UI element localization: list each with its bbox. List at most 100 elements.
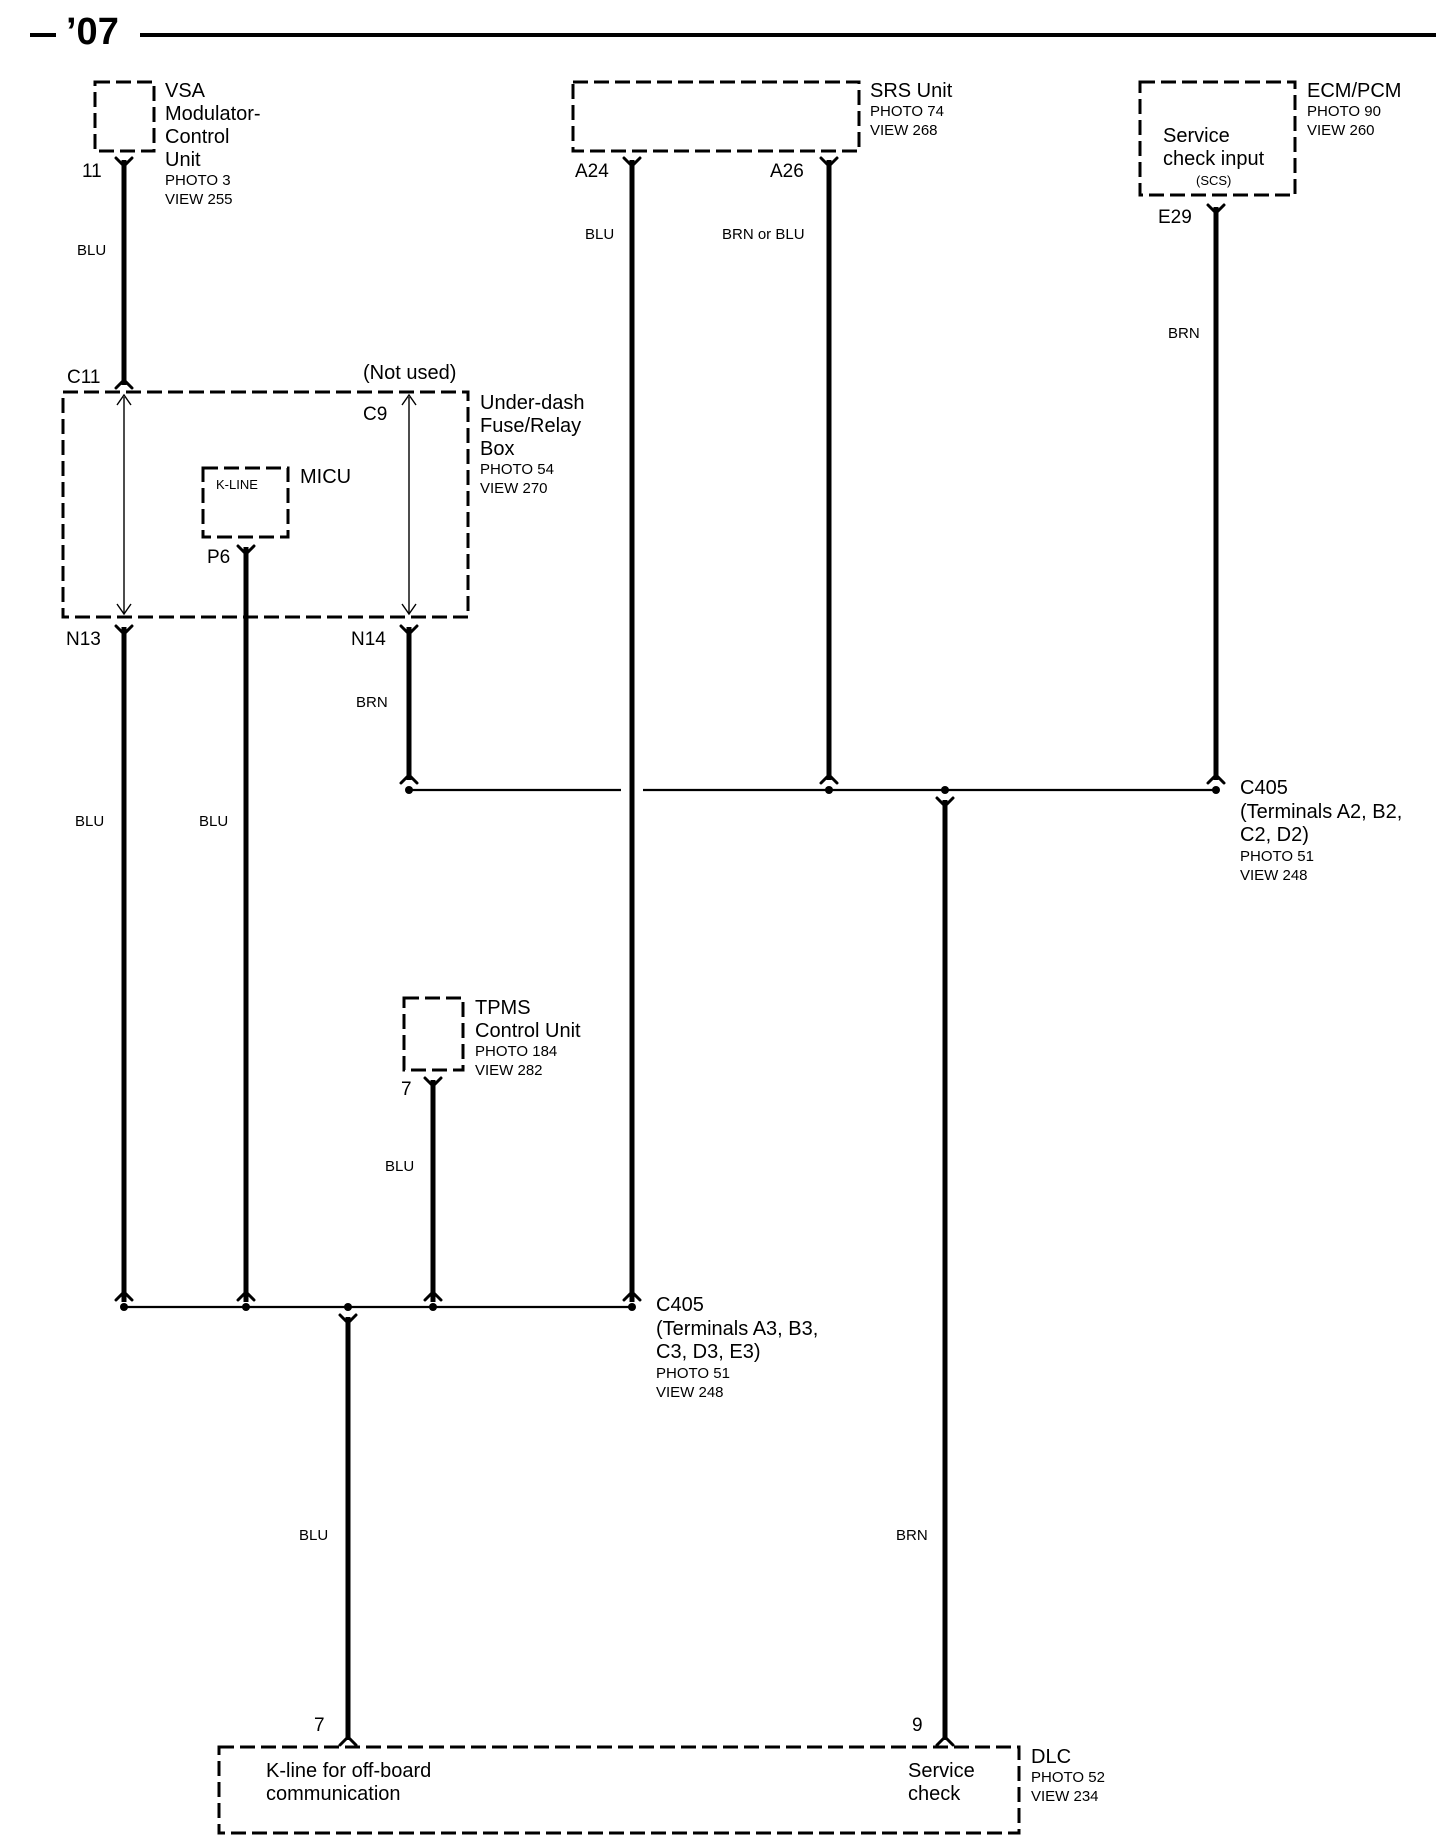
c405-bottom-photo: PHOTO 51: [656, 1365, 730, 1382]
fuse-box-arrow-c11: [116, 393, 132, 406]
fuse-box-pin-c9: C9: [363, 404, 387, 425]
c405-top-photo: PHOTO 51: [1240, 848, 1314, 865]
junction-bottom-p6: [242, 1303, 250, 1311]
c405-bottom-name: C405: [656, 1294, 704, 1316]
tpms-view: VIEW 282: [475, 1062, 543, 1079]
fuse-box-outline: [61, 390, 470, 619]
term-bus-p6: [236, 1289, 256, 1302]
junction-bottom-n13: [120, 1303, 128, 1311]
c405-bottom-terminals-2: C3, D3, E3): [656, 1341, 760, 1363]
term-bus-a24: [622, 1289, 642, 1302]
vsa-box: [93, 80, 156, 153]
fuse-box-pin-c11: C11: [67, 367, 100, 388]
wire-label-micu: BLU: [199, 813, 228, 830]
wire-label-srs-a24: BLU: [585, 226, 614, 243]
ecm-inner-line-2: check input: [1163, 148, 1265, 170]
term-n14: [399, 624, 419, 637]
term-vsa-11: [114, 156, 134, 169]
tpms-box: [402, 996, 465, 1072]
vsa-name-line-4: Unit: [165, 149, 201, 171]
wire-label-n14: BRN: [356, 694, 388, 711]
term-micu-p6: [236, 544, 256, 557]
dlc-pin-7: 7: [314, 1715, 325, 1736]
dlc-kline-line-1: K-line for off-board: [266, 1760, 431, 1782]
wire-label-n13: BLU: [75, 813, 104, 830]
term-bus-e29: [1206, 772, 1226, 785]
micu-pin-p6: P6: [207, 547, 230, 568]
header-year: ’07: [66, 11, 119, 53]
fuse-box-arrow-c9: [401, 393, 417, 406]
fuse-box-pin-n13: N13: [66, 629, 101, 650]
term-bus-n13: [114, 1289, 134, 1302]
fuse-relay-box: Under-dash Fuse/Relay Box PHOTO 54 VIEW …: [61, 362, 585, 650]
wire-color-labels: BLU BLU BRN or BLU BRN BRN BLU BLU BLU B…: [75, 226, 1200, 1544]
ecm-pcm-unit: ECM/PCM PHOTO 90 VIEW 260 Service check …: [1138, 80, 1401, 228]
vsa-name-line-2: Modulator-: [165, 103, 261, 125]
wire-label-ecm: BRN: [1168, 325, 1200, 342]
micu-inner-kline: K-LINE: [216, 477, 258, 492]
ecm-view: VIEW 260: [1307, 122, 1375, 139]
dlc-pin-9: 9: [912, 1715, 923, 1736]
ecm-inner-sub: (SCS): [1196, 173, 1231, 188]
dlc-view: VIEW 234: [1031, 1788, 1099, 1805]
dlc-unit: DLC PHOTO 52 VIEW 234 K-line for off-boa…: [217, 1715, 1105, 1835]
term-srs-a24: [622, 156, 642, 169]
wire-label-dlc9: BRN: [896, 1527, 928, 1544]
ecm-inner-line-1: Service: [1163, 125, 1230, 147]
term-srs-a26: [819, 156, 839, 169]
page-header: ’07: [30, 11, 1436, 53]
wire-label-srs-a26: BRN or BLU: [722, 226, 805, 243]
junction-bottom-dlc7: [344, 1303, 352, 1311]
srs-pin-a26: A26: [770, 161, 804, 182]
wire-label-dlc7: BLU: [299, 1527, 328, 1544]
fuse-box-name-line-2: Fuse/Relay: [480, 415, 581, 437]
fuse-box-arrow-n13: [116, 603, 132, 616]
junction-bottom-a24: [628, 1303, 636, 1311]
wires: [121, 160, 1219, 1740]
junction-top-dlc9: [941, 786, 949, 794]
tpms-name-line-1: TPMS: [475, 997, 531, 1019]
dlc-photo: PHOTO 52: [1031, 1769, 1105, 1786]
vsa-name-line-1: VSA: [165, 80, 206, 102]
srs-photo: PHOTO 74: [870, 103, 944, 120]
fuse-box-pin-n14: N14: [351, 629, 386, 650]
c405-top-terminals-1: (Terminals A2, B2,: [1240, 801, 1402, 823]
junction-top-a26: [825, 786, 833, 794]
term-bus-tpms: [423, 1289, 443, 1302]
wire-label-vsa: BLU: [77, 242, 106, 259]
term-tpms-7: [423, 1076, 443, 1089]
dlc-name: DLC: [1031, 1746, 1071, 1768]
ecm-photo: PHOTO 90: [1307, 103, 1381, 120]
term-ecm-e29: [1206, 203, 1226, 216]
junction-top-n14: [405, 786, 413, 794]
tpms-photo: PHOTO 184: [475, 1043, 557, 1060]
dlc-kline-line-2: communication: [266, 1783, 401, 1805]
c405-bottom-label: C405 (Terminals A3, B3, C3, D3, E3) PHOT…: [656, 1294, 818, 1401]
micu-name: MICU: [300, 466, 351, 488]
junction-bottom-tpms: [429, 1303, 437, 1311]
vsa-unit: VSA Modulator- Control Unit PHOTO 3 VIEW…: [82, 80, 261, 208]
dlc-service-check-line-1: Service: [908, 1760, 975, 1782]
c405-top-label: C405 (Terminals A2, B2, C2, D2) PHOTO 51…: [1240, 777, 1402, 884]
term-bus-n14: [399, 772, 419, 785]
tpms-name-line-2: Control Unit: [475, 1020, 581, 1042]
fuse-box-arrow-n14: [401, 603, 417, 616]
srs-pin-a24: A24: [575, 161, 609, 182]
dlc-service-check-line-2: check: [908, 1783, 961, 1805]
term-n13: [114, 624, 134, 637]
c405-bottom-terminals-1: (Terminals A3, B3,: [656, 1318, 818, 1340]
tpms-unit: TPMS Control Unit PHOTO 184 VIEW 282 7: [401, 996, 581, 1100]
term-c11: [114, 377, 134, 390]
fuse-box-view: VIEW 270: [480, 480, 548, 497]
c405-top-view: VIEW 248: [1240, 867, 1308, 884]
term-bus-bottom-down: [338, 1313, 358, 1326]
vsa-view: VIEW 255: [165, 191, 233, 208]
ecm-name: ECM/PCM: [1307, 80, 1401, 102]
fuse-box-name-line-3: Box: [480, 438, 514, 460]
tpms-pin-7: 7: [401, 1079, 412, 1100]
junction-top-e29: [1212, 786, 1220, 794]
ecm-pin-e29: E29: [1158, 207, 1192, 228]
fuse-box-photo: PHOTO 54: [480, 461, 554, 478]
term-bus-top-down: [935, 796, 955, 809]
